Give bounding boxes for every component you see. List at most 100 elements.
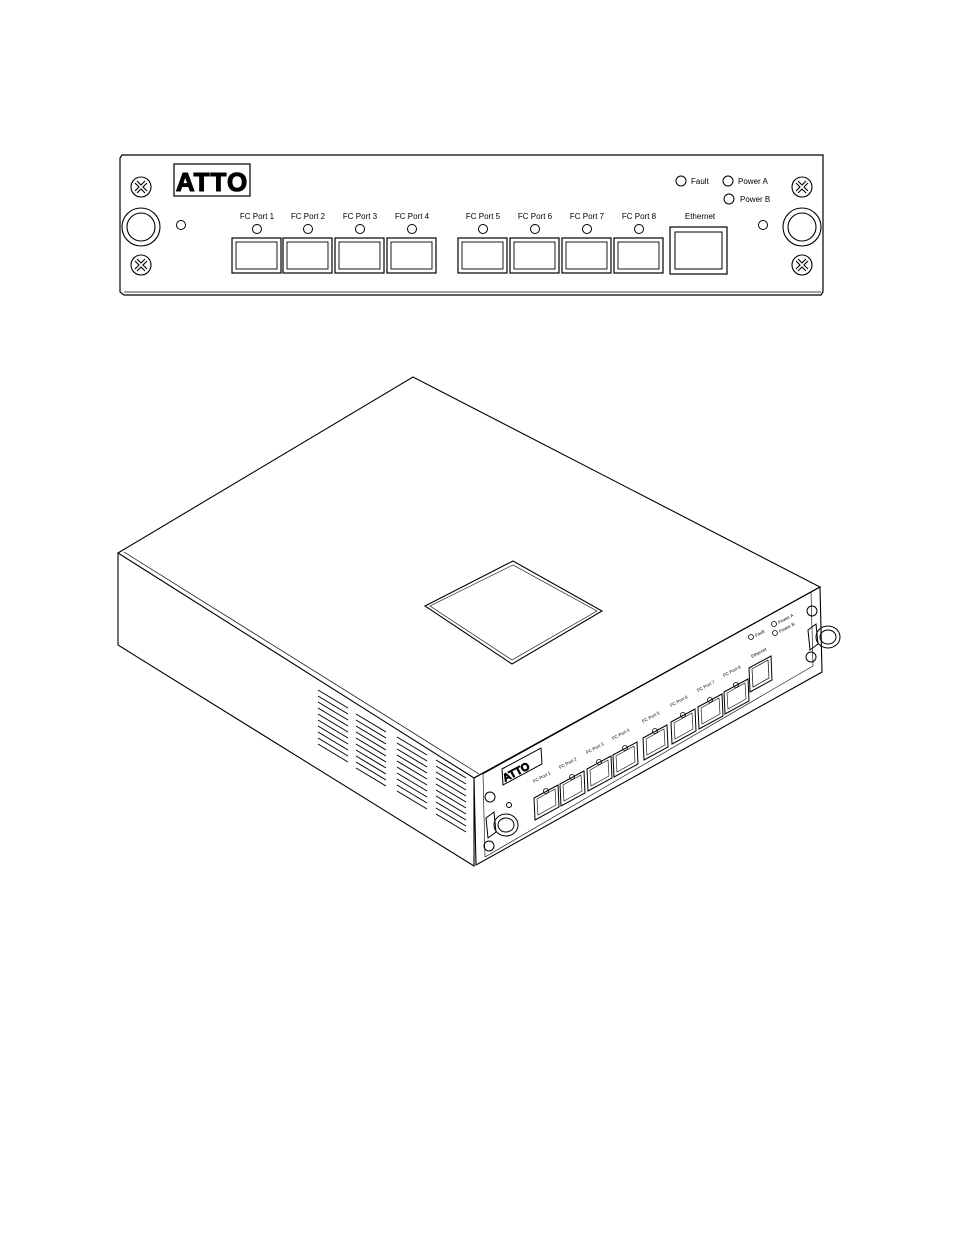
fc-port-label: FC Port 8 — [622, 212, 657, 221]
port-cage — [282, 237, 333, 274]
port-cage — [457, 237, 508, 274]
iso-fc-port-4: FC Port 4 — [611, 727, 639, 778]
port-cage — [586, 755, 613, 792]
power-b-led-icon — [723, 193, 735, 205]
port-opening — [673, 712, 694, 740]
port-led-icon — [407, 224, 417, 234]
top-label-recess — [423, 560, 604, 665]
fc-port-label: FC Port 7 — [570, 212, 605, 221]
port-led-icon — [303, 224, 313, 234]
fault-label: Fault — [691, 177, 710, 186]
port-led-icon — [252, 224, 262, 234]
port-opening — [726, 682, 747, 710]
screw-icon — [805, 651, 817, 663]
port-led-icon — [652, 728, 658, 734]
iso-mounting-hardware — [483, 605, 841, 852]
fc-port-label: FC Port 1 — [240, 212, 275, 221]
fc-port-label: FC Port 2 — [291, 212, 326, 221]
port-led-icon — [634, 224, 644, 234]
fc-port-label: FC Port 4 — [395, 212, 430, 221]
port-led-icon — [543, 788, 549, 794]
screw-icon — [791, 254, 813, 276]
port-opening — [617, 241, 660, 270]
iso-port-label: FC Port 4 — [611, 727, 631, 741]
port-cage — [561, 237, 612, 274]
port-cage — [670, 708, 697, 745]
fc-port-label: FC Port 3 — [343, 212, 378, 221]
screw-icon — [130, 254, 152, 276]
port-cage — [697, 693, 724, 730]
vent-slots — [435, 759, 467, 833]
thumbscrew-icon — [815, 625, 841, 649]
fc-port-group: FC Port 1 FC Port 2 FC Port 3 FC Port 4 FC P… — [231, 212, 664, 274]
port-opening — [536, 788, 557, 816]
port-led-icon — [530, 224, 540, 234]
screw-icon — [484, 791, 496, 803]
port-cage — [723, 678, 750, 715]
port-opening — [565, 241, 608, 270]
chassis-side-face — [117, 553, 475, 867]
port-cage — [509, 237, 560, 274]
port-cage — [559, 770, 586, 807]
fc-port-label: FC Port 6 — [518, 212, 553, 221]
port-opening — [390, 241, 433, 270]
port-opening — [645, 728, 666, 756]
iso-fc-port-2: FC Port 2 — [558, 756, 586, 807]
port-led-icon — [622, 745, 628, 751]
right-mounting-hardware — [782, 176, 822, 276]
fault-led-icon — [675, 175, 687, 187]
iso-fc-port-1: FC Port 1 — [532, 770, 560, 821]
vent-slots — [355, 713, 387, 787]
status-leds: Fault Power A Power B — [675, 175, 770, 205]
iso-port-label: FC Port 8 — [722, 664, 742, 678]
fc-port-1: FC Port 1 — [231, 212, 282, 274]
port-cage — [533, 784, 560, 821]
iso-port-label: FC Port 7 — [696, 679, 716, 693]
thumbscrew-icon — [782, 207, 822, 247]
port-opening — [589, 759, 610, 787]
port-led-icon — [707, 697, 713, 703]
vent-group — [317, 689, 467, 833]
iso-faceplate — [473, 586, 823, 866]
iso-fc-port-3: FC Port 3 — [585, 741, 613, 792]
screw-icon — [483, 840, 495, 852]
thumbscrew-icon — [493, 813, 519, 837]
iso-port-label: FC Port 6 — [669, 694, 689, 708]
port-opening — [562, 774, 583, 802]
port-opening — [338, 241, 381, 270]
power-a-label: Power A — [738, 177, 768, 186]
chassis-top-face — [116, 376, 822, 779]
iso-fc-port-8: FC Port 8 — [722, 664, 750, 715]
thumbscrew-icon — [121, 207, 161, 247]
port-opening — [513, 241, 556, 270]
fc-port-label: FC Port 5 — [466, 212, 501, 221]
chassis-body — [116, 376, 822, 867]
iso-ethernet-label: Ethernet — [750, 646, 768, 659]
port-cage — [231, 237, 282, 274]
fc-port-4: FC Port 4 — [386, 212, 437, 274]
power-a-led-icon — [722, 175, 734, 187]
iso-port-label: FC Port 1 — [532, 770, 552, 784]
port-cage — [334, 237, 385, 274]
port-opening — [461, 241, 504, 270]
port-led-icon — [355, 224, 365, 234]
port-led-icon — [569, 774, 575, 780]
port-opening — [615, 745, 636, 773]
screw-icon — [130, 176, 152, 198]
ethernet-port: Ethernet — [669, 212, 728, 275]
iso-fault-label: Fault — [754, 628, 766, 637]
vent-slots — [317, 689, 349, 763]
iso-port-label: FC Port 2 — [558, 756, 578, 770]
port-cage — [612, 741, 639, 778]
power-b-label: Power B — [740, 195, 770, 204]
port-cage — [642, 724, 669, 761]
port-led-icon — [596, 759, 602, 765]
led-indicator-right — [758, 220, 768, 230]
port-led-icon — [582, 224, 592, 234]
led-indicator-left — [176, 220, 186, 230]
fc-port-2: FC Port 2 — [282, 212, 333, 274]
fc-port-6: FC Port 6 — [509, 212, 560, 274]
screw-icon — [806, 605, 818, 617]
